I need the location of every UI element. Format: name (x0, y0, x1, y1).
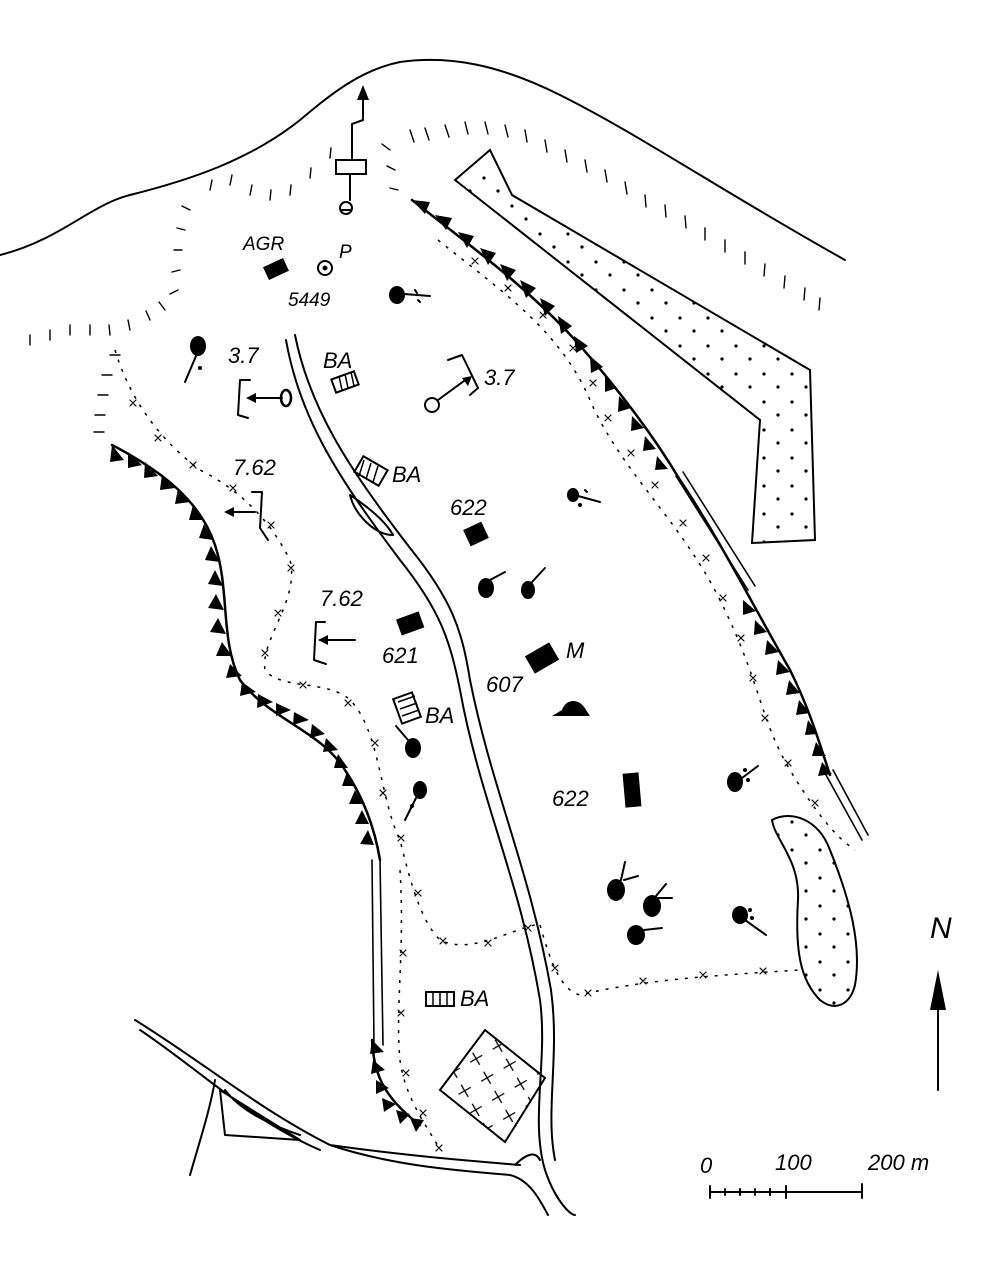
label-mg-762-upper: 7.62 (233, 455, 276, 480)
track-west (371, 859, 384, 1046)
scale-line (709, 1183, 863, 1199)
scale-tick-0: 0 (700, 1153, 713, 1178)
access-road-south (134, 1019, 549, 1216)
label-621: 621 (382, 643, 419, 668)
ridge-line (0, 58, 846, 261)
label-gun-37-east: 3.7 (484, 365, 515, 390)
perimeter-fence (114, 239, 856, 1151)
label-agr: AGR (242, 234, 284, 255)
position-icon-k (627, 925, 663, 945)
building-621 (395, 611, 425, 636)
barracks-icon-4 (425, 991, 455, 1007)
label-mg-762-lower: 7.62 (320, 586, 363, 611)
label-ba-3: BA (425, 703, 454, 728)
label-622-lower: 622 (552, 786, 589, 811)
label-ba-4: BA (460, 986, 489, 1011)
survey-point-icon (317, 260, 333, 276)
fence-crosses (129, 257, 819, 1152)
building-622-upper (463, 521, 489, 547)
dotted-strip-south (770, 815, 858, 1007)
barracks-icon-2 (353, 454, 389, 488)
escarpment-south-teeth (370, 1040, 424, 1132)
label-622-upper: 622 (450, 495, 487, 520)
scale-tick-200: 200 m (867, 1150, 929, 1175)
barracks-icon-3 (391, 691, 423, 725)
gun-position-37-east (424, 354, 479, 413)
building-622-lower (622, 772, 642, 808)
slope-hachures-west (29, 143, 399, 433)
position-icon-h (727, 765, 759, 792)
label-607: 607 (486, 672, 523, 697)
mg-position-lower (313, 621, 356, 665)
north-arrow: N (930, 912, 952, 1091)
escarpment-east (410, 198, 832, 777)
position-icon-b (184, 336, 206, 383)
position-icon-a (389, 286, 431, 304)
escarpment-west-teeth (110, 445, 374, 845)
position-icon-i (607, 861, 639, 901)
summit-marker-icon (339, 201, 353, 215)
label-ba-2: BA (392, 462, 421, 487)
plot-grid (438, 1028, 547, 1144)
barracks-icon-1 (330, 370, 360, 394)
building-607 (524, 642, 560, 674)
position-icon-f (395, 725, 421, 758)
dugout-shelter (552, 701, 590, 716)
escarpment-west (110, 443, 382, 862)
access-road-north (349, 87, 364, 201)
slope-hachures-north (409, 121, 821, 311)
scale-bar: 0 100 200 m (700, 1150, 929, 1199)
building-agr (263, 258, 289, 280)
position-icon-l (732, 906, 767, 936)
dotted-strip-north (453, 148, 817, 545)
position-icon-e (521, 567, 546, 599)
position-icon-j (643, 883, 673, 917)
north-road-arrow (357, 85, 369, 100)
mg-position-upper (224, 491, 269, 541)
label-height: 5449 (288, 290, 331, 311)
label-gun-37-west: 3.7 (228, 343, 259, 368)
position-icon-g (404, 781, 427, 821)
scale-tick-100: 100 (775, 1150, 812, 1175)
label-m: M (566, 638, 585, 663)
position-icon-d (478, 571, 506, 598)
north-label: N (930, 912, 952, 945)
label-p: P (339, 242, 352, 263)
position-icon-c (567, 488, 601, 507)
gate-block (335, 159, 367, 175)
road-island (349, 494, 394, 536)
track-east (675, 471, 869, 841)
gun-position-37-west (237, 379, 293, 419)
label-ba-1: BA (323, 348, 352, 373)
